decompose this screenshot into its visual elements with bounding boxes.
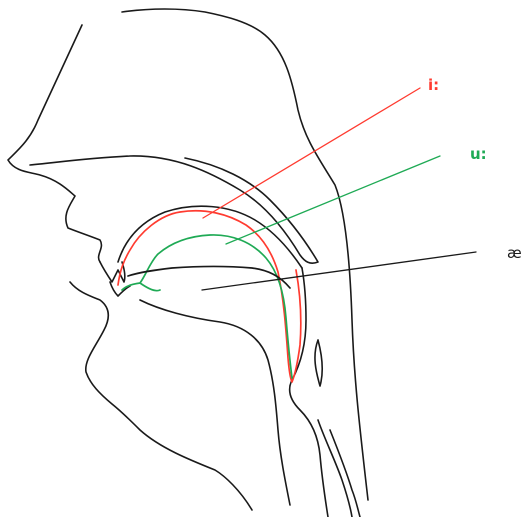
leader-line-i xyxy=(203,88,420,218)
lower-teeth xyxy=(110,282,130,296)
larynx-outline xyxy=(318,420,360,517)
lower-lip-and-chin xyxy=(70,282,252,510)
epiglottis xyxy=(315,340,322,386)
leader-line-ae xyxy=(202,252,476,290)
pharynx-wall xyxy=(290,268,328,517)
vowel-label-u: u: xyxy=(470,147,487,162)
vowel-label-i: i: xyxy=(428,78,439,93)
tongue-position-i xyxy=(118,211,301,382)
vowel-label-ae: æ xyxy=(507,246,522,261)
tongue-position-ae xyxy=(128,267,290,289)
vocal-tract-outline xyxy=(8,9,368,517)
leader-line-u xyxy=(226,156,440,244)
hard-palate-outline xyxy=(118,206,302,268)
throat-front xyxy=(140,300,290,505)
leader-lines xyxy=(202,88,476,290)
tongue-positions xyxy=(118,211,301,382)
